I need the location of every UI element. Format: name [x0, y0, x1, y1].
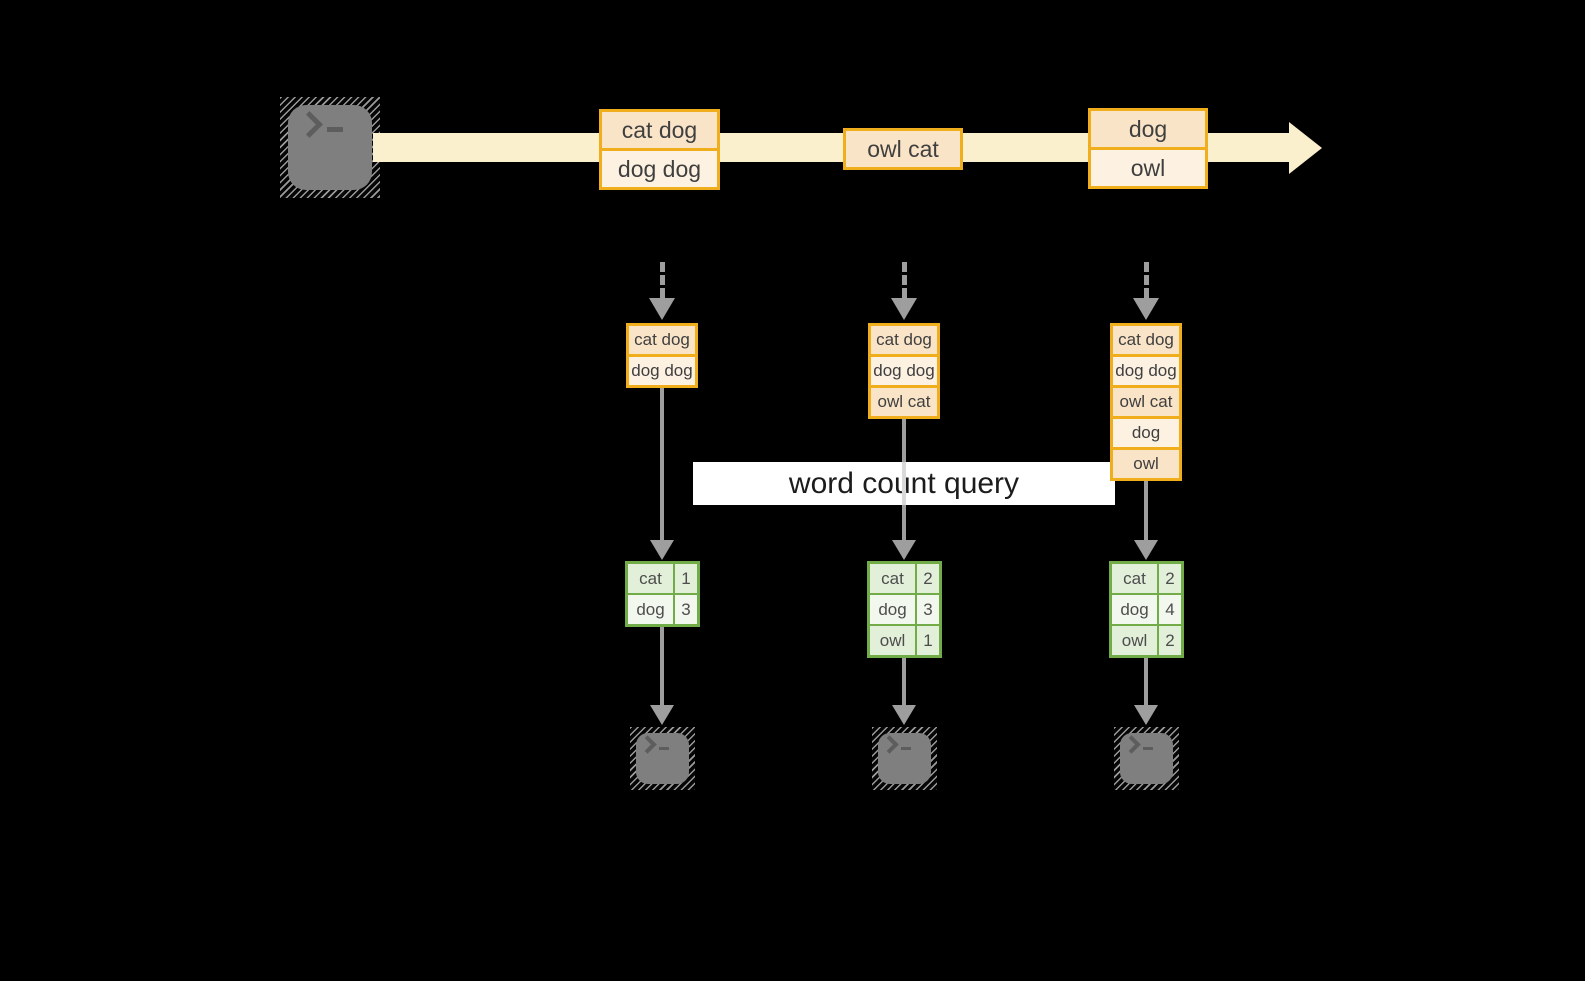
chevron-right-icon — [880, 735, 899, 754]
result-word: owl — [870, 626, 915, 655]
batch-line: dog — [1091, 111, 1205, 147]
result-count: 1 — [917, 626, 939, 655]
batch-line: owl — [1091, 150, 1205, 186]
input-row: dog dog — [629, 357, 695, 385]
input-table-3: cat dog dog dog owl cat dog owl — [1110, 323, 1182, 481]
arrow-line — [1144, 479, 1148, 540]
result-word: dog — [628, 595, 673, 624]
arrow-head-icon — [892, 540, 916, 560]
prompt-icon — [880, 735, 911, 754]
dashed-arrow-icon — [660, 262, 665, 298]
arrow-line — [902, 658, 906, 705]
result-count: 3 — [675, 595, 697, 624]
cursor-underscore-icon — [659, 747, 669, 750]
batch-line: dog dog — [602, 151, 717, 187]
prompt-icon — [638, 735, 669, 754]
result-word: cat — [628, 564, 673, 593]
result-table-1: cat 1 dog 3 — [625, 561, 700, 627]
arrow-head-icon — [892, 705, 916, 725]
input-row: owl cat — [1113, 388, 1179, 416]
input-row: cat dog — [1113, 326, 1179, 354]
terminal-screen — [878, 733, 931, 784]
arrow-head-icon — [1134, 540, 1158, 560]
stream-batch-2: owl cat — [843, 128, 963, 170]
chevron-right-icon — [638, 735, 657, 754]
cursor-underscore-icon — [901, 747, 911, 750]
batch-line: owl cat — [846, 131, 960, 167]
input-row: owl cat — [871, 388, 937, 416]
prompt-icon — [1122, 735, 1153, 754]
terminal-screen — [1120, 733, 1173, 784]
chevron-right-icon — [1122, 735, 1141, 754]
dashed-arrow-head-icon — [891, 298, 917, 320]
result-count: 2 — [1159, 626, 1181, 655]
stream-batch-3: dog owl — [1088, 108, 1208, 189]
arrow-line-through-label — [902, 462, 906, 505]
result-count: 3 — [917, 595, 939, 624]
input-row: dog dog — [1113, 357, 1179, 385]
input-row: cat dog — [871, 326, 937, 354]
result-count: 4 — [1159, 595, 1181, 624]
terminal-screen — [288, 105, 372, 190]
arrow-head-icon — [650, 705, 674, 725]
prompt-icon — [296, 111, 343, 138]
result-word: dog — [1112, 595, 1157, 624]
arrow-head-icon — [1134, 705, 1158, 725]
terminal-icon — [872, 727, 937, 790]
terminal-icon — [280, 97, 380, 198]
chevron-right-icon — [296, 111, 323, 138]
dashed-arrow-head-icon — [649, 298, 675, 320]
arrow-line — [1144, 658, 1148, 705]
dashed-arrow-icon — [902, 262, 907, 298]
arrow-line — [660, 386, 664, 540]
result-word: owl — [1112, 626, 1157, 655]
arrow-head-icon — [650, 540, 674, 560]
batch-line: cat dog — [602, 112, 717, 148]
input-table-1: cat dog dog dog — [626, 323, 698, 388]
result-count: 2 — [917, 564, 939, 593]
result-word: cat — [1112, 564, 1157, 593]
result-table-3: cat 2 dog 4 owl 2 — [1109, 561, 1184, 658]
result-word: cat — [870, 564, 915, 593]
stream-batch-1: cat dog dog dog — [599, 109, 720, 190]
cursor-underscore-icon — [327, 127, 343, 132]
terminal-icon — [630, 727, 695, 790]
input-table-2: cat dog dog dog owl cat — [868, 323, 940, 419]
dashed-arrow-icon — [1144, 262, 1149, 298]
input-row: dog dog — [871, 357, 937, 385]
stream-arrow-head-icon — [1289, 122, 1322, 174]
result-count: 1 — [675, 564, 697, 593]
arrow-line — [660, 627, 664, 705]
result-word: dog — [870, 595, 915, 624]
dashed-arrow-head-icon — [1133, 298, 1159, 320]
terminal-screen — [636, 733, 689, 784]
input-row: cat dog — [629, 326, 695, 354]
input-row: dog — [1113, 419, 1179, 447]
result-table-2: cat 2 dog 3 owl 1 — [867, 561, 942, 658]
cursor-underscore-icon — [1143, 747, 1153, 750]
result-count: 2 — [1159, 564, 1181, 593]
terminal-icon — [1114, 727, 1179, 790]
input-row: owl — [1113, 450, 1179, 478]
